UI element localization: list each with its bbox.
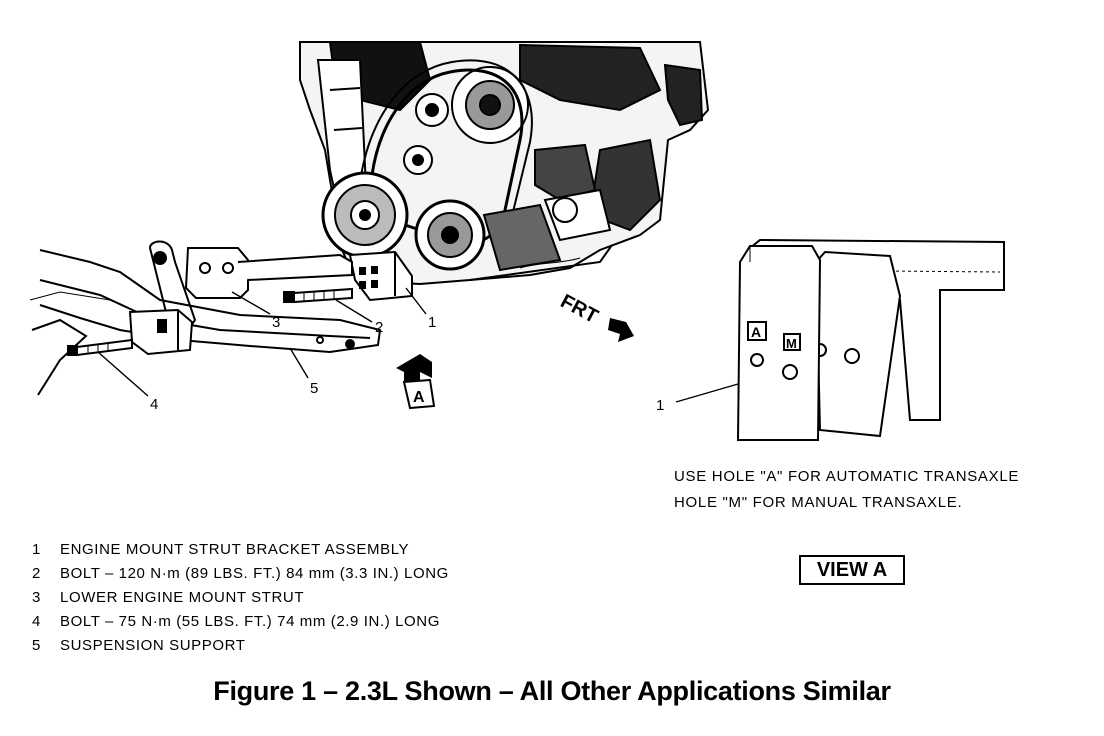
bolt-2	[283, 287, 353, 304]
legend-text: LOWER ENGINE MOUNT STRUT	[60, 589, 305, 606]
note-line-1: USE HOLE "A" FOR AUTOMATIC TRANSAXLE	[674, 468, 1020, 485]
view-a-detail	[736, 238, 1005, 441]
legend-row: 5 SUSPENSION SUPPORT	[32, 634, 449, 658]
callout-5: 5	[310, 380, 318, 397]
legend-text: BOLT – 75 N·m (55 LBS. FT.) 74 mm (2.9 I…	[60, 613, 441, 630]
legend-number: 3	[32, 589, 41, 606]
front-arrow-icon	[608, 318, 634, 342]
callout-1: 1	[428, 314, 436, 331]
view-arrow-letter: A	[413, 389, 425, 406]
note-line-2: HOLE "M" FOR MANUAL TRANSAXLE.	[674, 494, 963, 511]
callout-3: 3	[272, 314, 280, 331]
legend-row: 4 BOLT – 75 N·m (55 LBS. FT.) 74 mm (2.9 …	[32, 610, 449, 634]
legend-number: 4	[32, 613, 41, 630]
legend-number: 1	[32, 541, 41, 558]
legend-number: 2	[32, 565, 41, 582]
figure-caption: Figure 1 – 2.3L Shown – All Other Applic…	[213, 676, 891, 706]
callout-4: 4	[150, 396, 158, 413]
legend-row: 2 BOLT – 120 N·m (89 LBS. FT.) 84 mm (3.3…	[32, 562, 449, 586]
front-arrow: FRT	[557, 290, 634, 342]
engine-assembly	[299, 41, 710, 286]
view-a-arrow: A	[396, 354, 436, 410]
view-callout-1: 1	[656, 397, 664, 414]
bolt-4	[67, 338, 133, 357]
hole-m-label: M	[786, 336, 797, 351]
legend-text: SUSPENSION SUPPORT	[60, 637, 246, 654]
leader-lines	[97, 287, 739, 403]
hole-a-label: A	[751, 324, 761, 340]
view-a-label: VIEW A	[799, 555, 905, 585]
view-arrow-icon	[396, 354, 432, 382]
legend-text: BOLT – 120 N·m (89 LBS. FT.) 84 mm (3.3 …	[60, 565, 449, 582]
legend-text: ENGINE MOUNT STRUT BRACKET ASSEMBLY	[60, 541, 410, 558]
legend-number: 5	[32, 637, 41, 654]
transaxle-note: USE HOLE "A" FOR AUTOMATIC TRANSAXLE HOL…	[674, 464, 1019, 516]
front-label: FRT	[557, 290, 602, 328]
callout-2: 2	[375, 319, 383, 336]
suspension-support	[29, 249, 382, 396]
legend-row: 3 LOWER ENGINE MOUNT STRUT	[32, 586, 449, 610]
legend-row: 1 ENGINE MOUNT STRUT BRACKET ASSEMBLY	[32, 538, 449, 562]
